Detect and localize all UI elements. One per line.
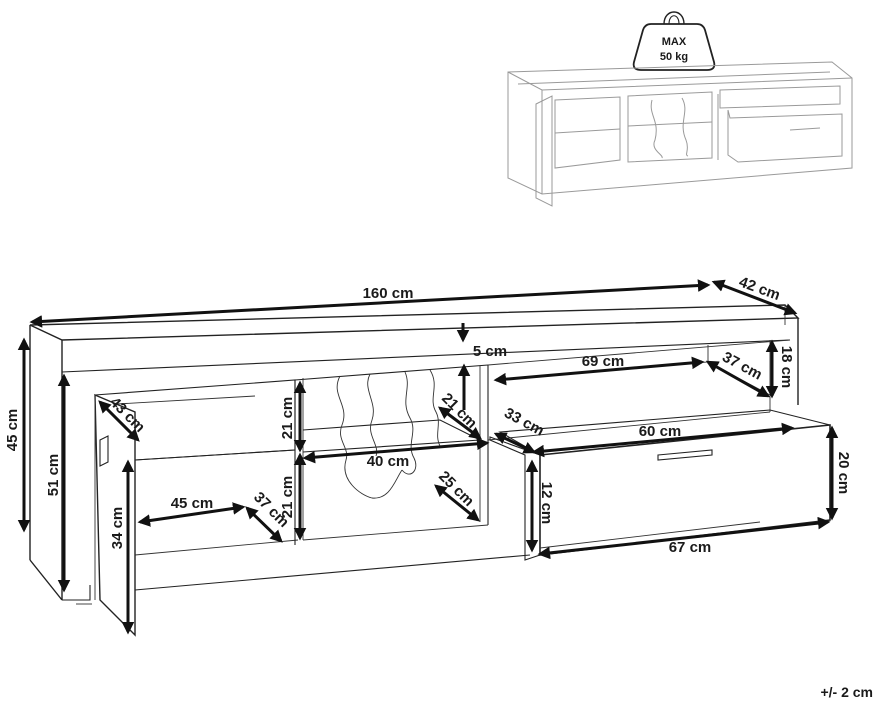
label-drawer-depth: 33 cm <box>501 405 547 440</box>
label-right-upper-width: 69 cm <box>582 353 625 370</box>
preview-illustration <box>507 61 853 207</box>
middle-width-arrow <box>302 437 490 464</box>
label-right-upper-height: 18 cm <box>778 346 795 389</box>
label-height-back: 51 cm <box>45 454 62 497</box>
label-top-thickness: 5 cm <box>473 343 507 360</box>
left-shelf-depth-arrow <box>245 506 283 543</box>
label-drawer-width: 60 cm <box>639 423 682 440</box>
label-middle-upper-height: 21 cm <box>279 397 296 440</box>
label-drawer-front-height: 20 cm <box>835 452 852 495</box>
label-left-shelf-width: 45 cm <box>171 495 214 512</box>
max-load-weight-icon: MAX 50 kg <box>632 11 716 71</box>
total-width-arrow <box>29 279 711 328</box>
label-door-height: 34 cm <box>109 507 126 550</box>
weight-badge-kg: 50 kg <box>660 51 688 63</box>
drawer-front-width-arrow <box>537 516 831 560</box>
left-shelf-width-arrow <box>137 502 246 527</box>
depth-arrow <box>711 279 798 316</box>
middle-depth-arrow <box>434 484 480 522</box>
glass-shelf-depth-arrow <box>437 406 483 440</box>
tv-stand-drawing <box>29 304 831 637</box>
label-drawer-inner-height: 12 cm <box>538 482 555 525</box>
label-drawer-front-width: 67 cm <box>669 539 712 556</box>
weight-badge-max: MAX <box>662 36 687 48</box>
label-height-front: 45 cm <box>4 409 21 452</box>
right-upper-depth-arrow <box>705 360 771 398</box>
label-right-upper-depth: 37 cm <box>719 349 765 384</box>
label-middle-width: 40 cm <box>367 453 410 470</box>
right-upper-width-arrow <box>493 356 705 386</box>
drawer-width-arrow <box>531 422 795 458</box>
drawer-depth-arrow <box>493 432 537 454</box>
tolerance-note: +/- 2 cm <box>820 684 873 700</box>
label-middle-lower-height: 21 cm <box>279 476 296 519</box>
label-total-width: 160 cm <box>363 285 414 302</box>
dimension-lines <box>17 279 839 635</box>
door-width-arrow <box>98 400 140 442</box>
